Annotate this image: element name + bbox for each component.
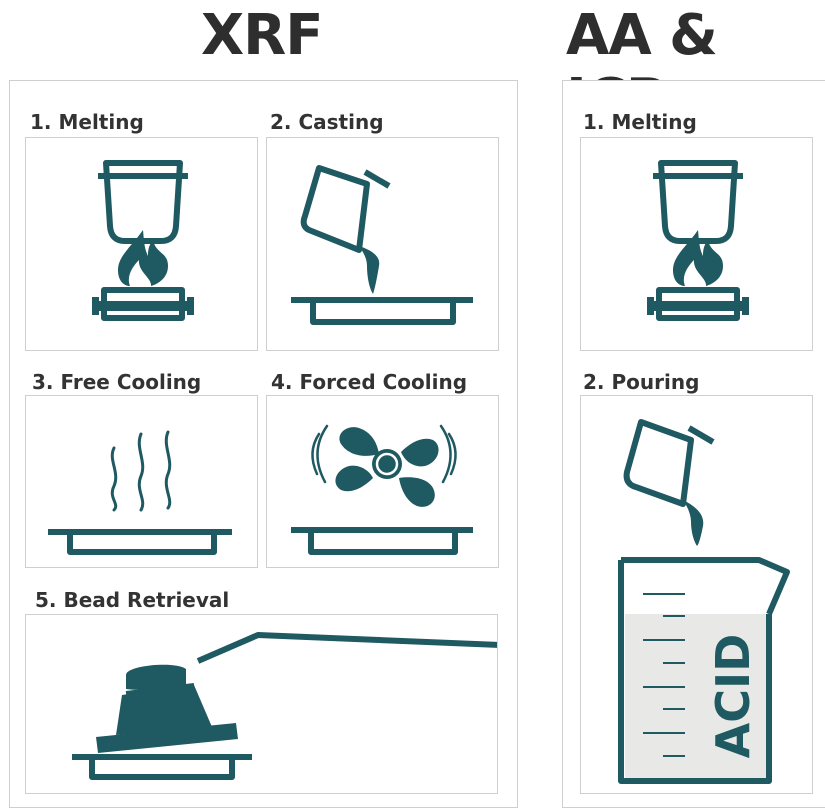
bead-lifter-icon [72, 632, 497, 780]
xrf-step-2-label: 2. Casting [270, 110, 384, 134]
xrf-step-3-label: 3. Free Cooling [32, 370, 202, 394]
pour-into-beaker-icon: ACID [618, 419, 790, 784]
aa-step-1-label: 1. Melting [583, 110, 697, 134]
xrf-step-4-label: 4. Forced Cooling [271, 370, 468, 394]
heat-waves-icon [48, 430, 232, 555]
xrf-free-cooling-box [25, 395, 258, 568]
xrf-forced-cooling-box [266, 395, 499, 568]
aa-pouring-box: ACID [580, 395, 813, 794]
furnace-flame-icon [647, 160, 749, 321]
furnace-flame-icon [92, 160, 194, 321]
aa-melting-box [580, 137, 813, 351]
aa-step-2-label: 2. Pouring [583, 370, 700, 394]
crucible-pouring-icon [291, 165, 473, 325]
xrf-step-5-label: 5. Bead Retrieval [35, 588, 230, 612]
xrf-title: XRF [201, 3, 324, 68]
fan-icon [291, 424, 473, 555]
beaker-acid-label: ACID [706, 634, 760, 759]
xrf-step-1-label: 1. Melting [30, 110, 144, 134]
xrf-bead-retrieval-box [25, 614, 498, 794]
xrf-melting-box [25, 137, 258, 351]
xrf-casting-box [266, 137, 499, 351]
